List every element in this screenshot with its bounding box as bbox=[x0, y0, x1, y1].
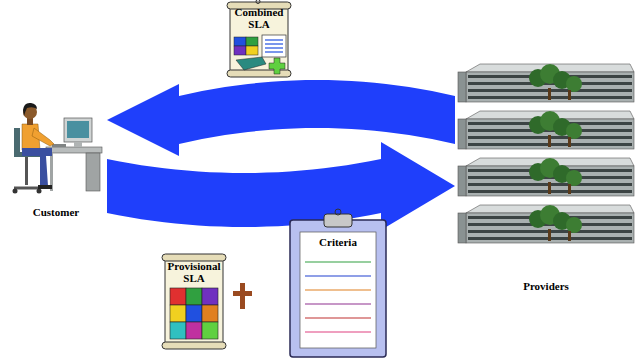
clipboard-clip bbox=[324, 214, 352, 227]
document-line bbox=[265, 51, 283, 52]
document-line bbox=[265, 47, 283, 48]
clipboard-board bbox=[290, 220, 386, 357]
person-trousers bbox=[22, 148, 52, 186]
chair-wheel bbox=[13, 189, 18, 194]
node-box: Criteria bbox=[290, 216, 386, 358]
desk-drawer bbox=[86, 153, 100, 191]
puzzle-shape bbox=[236, 57, 266, 70]
customer-figure bbox=[13, 103, 103, 194]
scroll-roll bbox=[227, 70, 291, 77]
node-box: Providers bbox=[455, 58, 637, 292]
puzzle-piece bbox=[234, 37, 246, 46]
provisional-scroll bbox=[162, 254, 226, 349]
plus-symbol bbox=[233, 283, 252, 309]
node-box: Combined SLA bbox=[227, 3, 291, 77]
criteria-line bbox=[305, 303, 371, 304]
puzzle-piece bbox=[186, 288, 202, 305]
puzzle-piece bbox=[234, 46, 246, 55]
criteria-line bbox=[305, 261, 371, 262]
criteria-line bbox=[305, 289, 371, 290]
puzzle-piece bbox=[202, 322, 218, 339]
monitor bbox=[64, 118, 92, 142]
document-line bbox=[265, 39, 283, 40]
puzzle-piece bbox=[170, 322, 186, 339]
puzzle-piece bbox=[202, 305, 218, 322]
puzzle-piece bbox=[202, 288, 218, 305]
scroll-body bbox=[165, 259, 223, 345]
building bbox=[458, 111, 634, 149]
building bbox=[458, 205, 634, 243]
node-box: Provisional SLA bbox=[163, 254, 225, 350]
clipboard-paper bbox=[300, 232, 376, 348]
puzzle-piece bbox=[186, 322, 202, 339]
person-hair bbox=[23, 103, 37, 116]
document-icon bbox=[262, 35, 286, 57]
puzzle-piece bbox=[170, 305, 186, 322]
scroll-body bbox=[230, 7, 288, 73]
node-label: Criteria bbox=[293, 236, 383, 248]
node-label: Provisional SLA bbox=[164, 260, 224, 284]
person-shoe bbox=[38, 185, 52, 189]
criteria-line bbox=[305, 331, 371, 332]
criteria-line bbox=[305, 317, 371, 318]
node-label: Combined SLA bbox=[232, 6, 286, 30]
puzzle-piece bbox=[246, 46, 258, 55]
building bbox=[458, 64, 634, 102]
chair-back bbox=[14, 128, 20, 154]
criteria-line bbox=[305, 275, 371, 276]
criteria-clipboard bbox=[290, 209, 386, 357]
exchange-arrow bbox=[107, 80, 455, 156]
node-label: Providers bbox=[456, 280, 636, 292]
puzzle-piece bbox=[170, 288, 186, 305]
chair-base bbox=[14, 187, 40, 190]
chair-post bbox=[25, 157, 28, 185]
combined-scroll bbox=[227, 0, 291, 77]
chair-wheel bbox=[37, 189, 42, 194]
desk-top bbox=[46, 147, 102, 153]
puzzle-piece bbox=[186, 305, 202, 322]
scroll-ring bbox=[256, 0, 260, 4]
monitor-stand bbox=[74, 142, 82, 147]
building bbox=[458, 158, 634, 196]
node-label: Customer bbox=[6, 206, 106, 218]
scroll-roll bbox=[162, 342, 226, 349]
keyboard bbox=[52, 144, 66, 147]
monitor-screen bbox=[67, 121, 89, 138]
provider-buildings bbox=[458, 64, 634, 243]
plus-bar bbox=[233, 291, 252, 296]
document-line bbox=[265, 43, 283, 44]
person-arm bbox=[32, 128, 54, 146]
exchange-arrow bbox=[107, 142, 455, 230]
puzzle-piece bbox=[246, 37, 258, 46]
node-box: Customer bbox=[5, 90, 107, 218]
scroll-roll bbox=[162, 254, 226, 261]
clipboard-ring bbox=[335, 209, 341, 215]
puzzle-shape bbox=[269, 58, 285, 74]
